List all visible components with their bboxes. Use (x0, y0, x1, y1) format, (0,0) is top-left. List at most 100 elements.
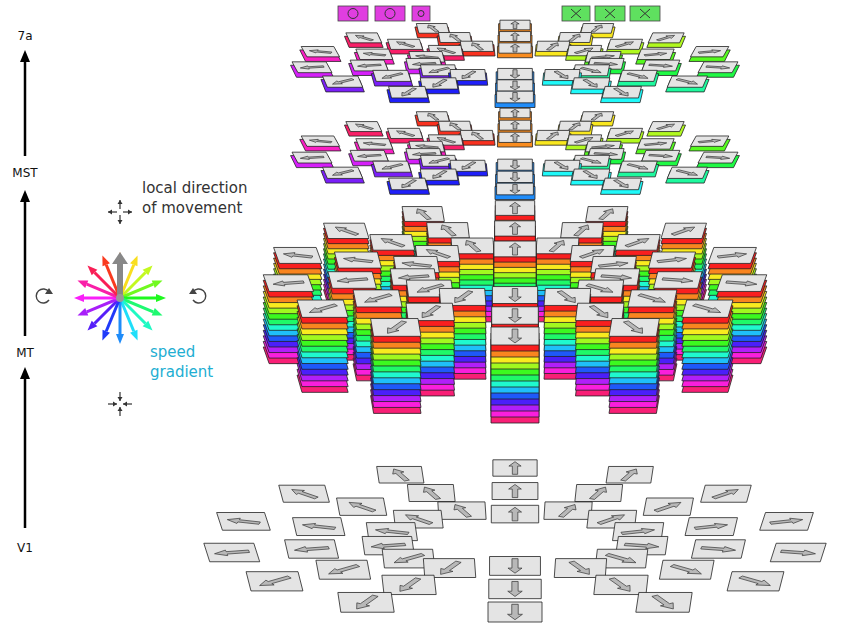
tile (497, 183, 534, 195)
wheel-ray-head (87, 265, 97, 275)
tile (274, 247, 322, 263)
pattern-box (595, 6, 625, 21)
direction-arrow (508, 329, 521, 343)
legend-note: local direction of movement (142, 178, 250, 218)
direction-arrow (424, 24, 441, 32)
direction-arrow (648, 63, 673, 68)
tile (377, 466, 424, 483)
direction-arrow (597, 261, 629, 269)
direction-arrow (674, 169, 700, 177)
tile (544, 502, 592, 519)
tile (491, 327, 539, 345)
direction-arrow (350, 594, 381, 610)
direction-arrow (614, 41, 637, 48)
direction-arrow (255, 575, 293, 588)
direction-arrow (620, 320, 648, 335)
direction-arrow (362, 141, 387, 146)
wheel-ray-head (130, 256, 138, 267)
direction-arrow (611, 87, 632, 96)
direction-arrow (655, 123, 677, 130)
direction-arrow (566, 122, 583, 130)
tile (402, 207, 444, 222)
direction-arrow (554, 290, 581, 304)
tile (263, 275, 313, 292)
tile (370, 235, 415, 251)
direction-arrow (648, 153, 673, 158)
arrow-head (20, 367, 30, 379)
direction-arrow (508, 559, 522, 574)
tile (346, 33, 382, 43)
tile (770, 543, 826, 562)
expansion-symbol (605, 9, 615, 18)
direction-arrow (345, 500, 378, 513)
tile (217, 513, 271, 531)
wheel-ray (87, 298, 120, 312)
area-label: 7a (5, 28, 45, 44)
tile (316, 560, 371, 579)
tile (373, 161, 411, 172)
direction-arrow (620, 527, 656, 536)
direction-arrow (643, 141, 668, 146)
tile (324, 223, 370, 238)
tile (279, 485, 330, 502)
direction-arrow (330, 78, 356, 86)
tile (581, 24, 614, 34)
tile (581, 112, 614, 122)
tile (420, 169, 458, 180)
tile (586, 207, 628, 222)
direction-arrow (293, 545, 330, 553)
tile (382, 575, 436, 594)
tile (293, 518, 345, 536)
mst-layer (291, 108, 740, 199)
direction-color-wheel (74, 252, 166, 344)
direction-arrow (636, 293, 669, 305)
tile (387, 128, 422, 138)
direction-arrow (668, 563, 705, 576)
direction-arrow (510, 81, 520, 90)
direction-arrow (435, 560, 465, 575)
direction-arrow (468, 42, 486, 50)
reference-arrow-shaft (117, 264, 123, 298)
direction-arrow (374, 527, 410, 536)
tile (322, 76, 362, 87)
tile (701, 485, 752, 502)
pattern-box (375, 6, 405, 21)
direction-arrow (429, 170, 450, 179)
wheel-ray-head (130, 330, 138, 341)
direction-arrow (424, 113, 441, 121)
direction-arrow (398, 179, 419, 188)
tile (661, 223, 707, 238)
wheel-ray (120, 284, 153, 298)
direction-arrow (648, 594, 679, 610)
direction-arrow (510, 184, 520, 193)
icon-arrow-head (118, 407, 123, 411)
direction-arrow (661, 276, 694, 283)
icon-arrow-head (118, 220, 123, 224)
direction-arrow (458, 71, 478, 80)
direction-arrow (611, 179, 632, 188)
tile (594, 575, 648, 594)
tile (659, 560, 714, 579)
tile (607, 128, 642, 138)
expansion-symbol (640, 9, 650, 18)
tile (643, 498, 693, 515)
tile (572, 78, 610, 89)
tile (492, 307, 539, 324)
direction-arrow (596, 208, 618, 220)
icon-arrow-head (118, 200, 123, 204)
wheel-hub (116, 294, 124, 302)
direction-arrow (511, 109, 519, 116)
direction-arrow (693, 522, 729, 531)
tile (690, 47, 728, 57)
tile (497, 171, 533, 182)
wheel-ray-head (116, 334, 124, 344)
direction-arrow (579, 157, 604, 165)
direction-arrow (586, 486, 611, 500)
tile (636, 592, 692, 612)
tile (460, 41, 493, 51)
direction-arrow (461, 239, 484, 252)
tile (498, 159, 533, 170)
icon-arrow-head (128, 210, 132, 215)
pattern-icons (338, 6, 660, 21)
direction-arrow (288, 488, 321, 500)
